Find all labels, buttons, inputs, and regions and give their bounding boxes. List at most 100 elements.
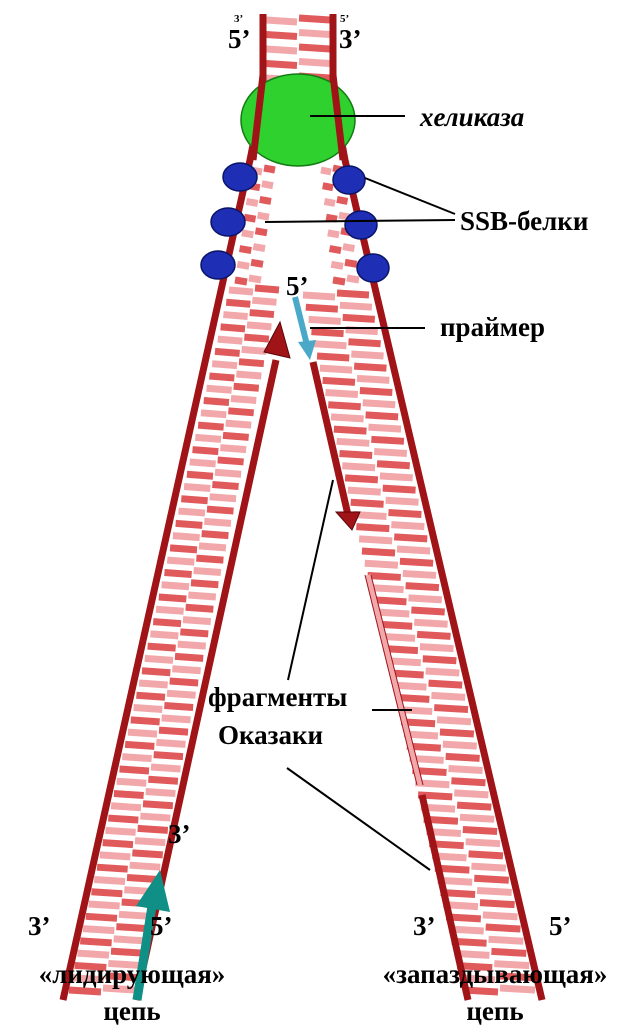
base-pair [69, 990, 101, 992]
base-pair [345, 262, 357, 264]
base-pair [181, 499, 207, 501]
base-pair [183, 620, 211, 622]
base-pair [170, 681, 198, 683]
base-pair [226, 302, 250, 304]
base-pair [94, 879, 125, 881]
base-pair [134, 708, 163, 710]
ssb-protein [211, 208, 245, 236]
base-pair [408, 598, 441, 600]
base-pair [91, 892, 122, 894]
base-pair [411, 610, 444, 612]
label-bottom-left-inner: 5’ [150, 911, 173, 941]
base-pair [89, 904, 120, 906]
base-pair [178, 644, 206, 646]
base-pair [324, 201, 335, 203]
base-pair [260, 199, 271, 201]
base-pair [443, 744, 477, 746]
base-pair [209, 376, 234, 378]
base-pair [117, 781, 147, 783]
base-pair [130, 865, 161, 867]
base-pair [266, 64, 297, 66]
base-pair [266, 20, 297, 22]
base-pair [139, 683, 167, 685]
base-pair [491, 951, 526, 953]
base-pair [469, 854, 503, 856]
base-pair [471, 866, 505, 868]
base-pair [223, 315, 247, 317]
base-pair [299, 62, 330, 64]
base-pair [426, 671, 460, 673]
base-pair [199, 546, 226, 548]
label-ssb: SSB-белки [460, 206, 588, 236]
base-pair [173, 536, 200, 538]
base-pair [207, 388, 232, 390]
base-pair [446, 756, 480, 758]
base-pair [194, 570, 221, 572]
base-pair [255, 231, 267, 233]
base-pair [218, 460, 244, 462]
label-bottom-right-outer: 5’ [549, 911, 572, 941]
base-pair [266, 49, 297, 51]
base-pair [193, 450, 219, 452]
base-pair [184, 486, 210, 488]
base-pair [343, 317, 375, 319]
base-pair [146, 792, 176, 794]
base-pair [368, 575, 401, 577]
base-pair [80, 941, 111, 943]
base-pair [423, 659, 457, 661]
base-pair [454, 793, 488, 795]
base-pair [170, 548, 197, 550]
base-pair [176, 523, 203, 525]
base-pair [223, 435, 249, 437]
label-okazaki-line1: фрагменты [208, 682, 347, 712]
base-pair [103, 843, 133, 845]
base-pair [486, 927, 521, 929]
base-pair [474, 878, 509, 880]
base-pair [311, 332, 343, 334]
base-pair [235, 280, 247, 282]
base-pair [114, 794, 144, 796]
base-pair [162, 585, 189, 587]
base-pair [202, 534, 229, 536]
base-pair [477, 890, 512, 892]
base-pair [150, 634, 178, 636]
base-pair [440, 732, 474, 734]
base-pair [343, 247, 354, 249]
base-pair [156, 609, 184, 611]
base-pair [334, 429, 367, 431]
base-pair [178, 511, 205, 513]
base-pair [128, 732, 157, 734]
base-pair [370, 588, 403, 590]
base-pair [172, 669, 200, 671]
base-pair [138, 828, 168, 830]
base-pair [362, 551, 395, 553]
base-pair [191, 583, 218, 585]
base-pair [212, 484, 238, 486]
base-pair [299, 33, 330, 35]
base-pair [489, 939, 524, 941]
primer [295, 297, 307, 345]
base-pair [221, 327, 245, 329]
base-pair [466, 842, 500, 844]
base-pair [317, 356, 349, 358]
base-pair [190, 462, 216, 464]
base-pair [337, 293, 369, 295]
base-pair [406, 586, 439, 588]
base-pair [204, 521, 231, 523]
base-pair [331, 417, 364, 419]
label-helicase: хеликаза [419, 102, 524, 132]
base-pair [142, 671, 170, 673]
okazaki-fragment-2 [368, 575, 420, 785]
base-pair [403, 573, 436, 575]
base-pair [451, 781, 485, 783]
base-pair [164, 706, 193, 708]
base-pair [347, 278, 359, 280]
base-pair [333, 280, 345, 282]
base-pair [351, 354, 383, 356]
base-pair [105, 830, 135, 832]
base-pair [215, 351, 240, 353]
label-primer-end: 5’ [286, 271, 309, 301]
base-pair [331, 264, 343, 266]
base-pair [354, 366, 386, 368]
